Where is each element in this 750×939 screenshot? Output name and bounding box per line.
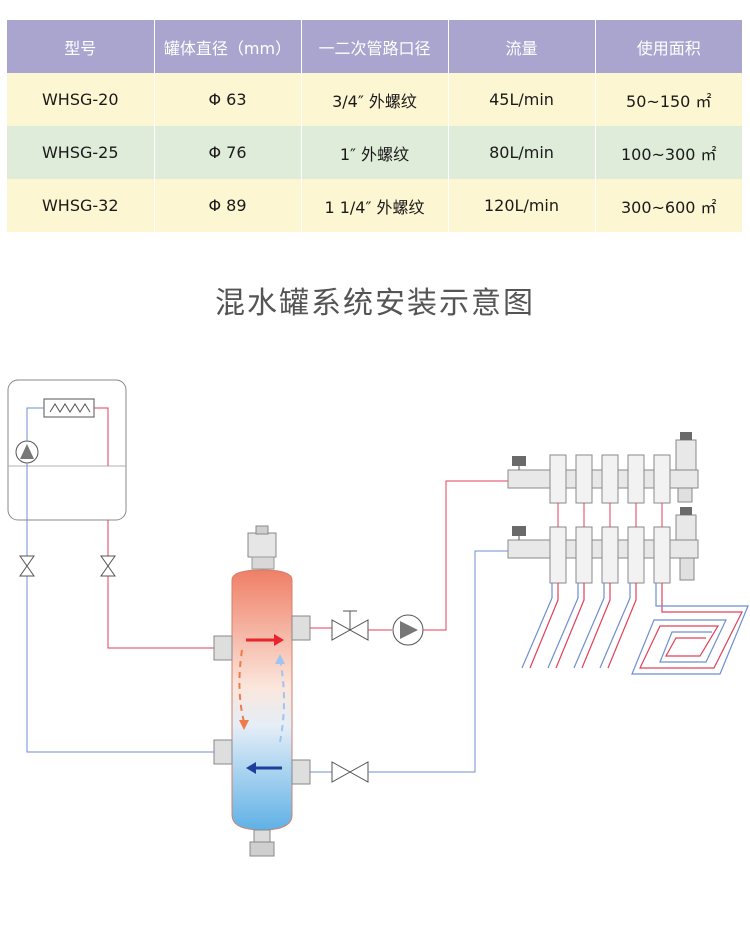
area-cell: 100~300 ㎡: [595, 126, 742, 179]
model-cell: WHSG-20: [7, 73, 155, 126]
column-header: 罐体直径（mm）: [154, 20, 302, 73]
floor-heating-coil: [631, 583, 749, 675]
table-row: WHSG-20 Φ 63 3/4″ 外螺纹 45L/min 50~150 ㎡: [7, 73, 742, 126]
manifold-ports-bottom: [549, 526, 671, 584]
flow-cell: 45L/min: [448, 73, 596, 126]
gate-valve-icon: [100, 555, 116, 577]
area-cell: 300~600 ㎡: [595, 179, 742, 232]
flow-cell: 80L/min: [448, 126, 596, 179]
gate-valve-icon: [331, 761, 369, 783]
boiler-unit: [7, 379, 127, 521]
spec-table: 型号 罐体直径（mm） 一二次管路口径 流量 使用面积 WHSG-20 Φ 63…: [7, 20, 742, 232]
secondary-loop: [310, 480, 508, 783]
floor-heating-loops: [521, 583, 749, 675]
table-row: WHSG-25 Φ 76 1″ 外螺纹 80L/min 100~300 ㎡: [7, 126, 742, 179]
column-header: 一二次管路口径: [301, 20, 449, 73]
circulation-pump-icon: [15, 440, 39, 464]
circulation-pump-icon: [392, 614, 424, 646]
column-header: 使用面积: [595, 20, 742, 73]
gate-valve-icon: [331, 610, 369, 641]
table-header-row: 型号 罐体直径（mm） 一二次管路口径 流量 使用面积: [7, 20, 742, 73]
diameter-cell: Φ 76: [154, 126, 302, 179]
table-row: WHSG-32 Φ 89 1 1/4″ 外螺纹 120L/min 300~600…: [7, 179, 742, 232]
installation-diagram: [7, 379, 749, 857]
diameter-cell: Φ 63: [154, 73, 302, 126]
pipe-size-cell: 1″ 外螺纹: [301, 126, 449, 179]
mixing-tank: [213, 525, 311, 857]
primary-loop: [19, 520, 214, 753]
pipe-size-cell: 1 1/4″ 外螺纹: [301, 179, 449, 232]
gate-valve-icon: [19, 555, 35, 577]
column-header: 型号: [7, 20, 155, 73]
model-cell: WHSG-32: [7, 179, 155, 232]
area-cell: 50~150 ㎡: [595, 73, 742, 126]
pipe-size-cell: 3/4″ 外螺纹: [301, 73, 449, 126]
manifold: [507, 432, 699, 584]
column-header: 流量: [448, 20, 596, 73]
model-cell: WHSG-25: [7, 126, 155, 179]
heat-exchanger-icon: [43, 398, 95, 418]
flow-cell: 120L/min: [448, 179, 596, 232]
diameter-cell: Φ 89: [154, 179, 302, 232]
diagram-title: 混水罐系统安装示意图: [215, 286, 535, 321]
